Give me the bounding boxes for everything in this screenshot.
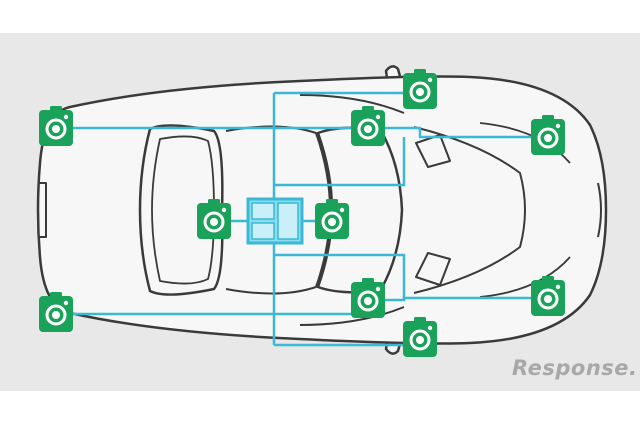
diagram-canvas <box>0 33 640 391</box>
wire-front-upper <box>368 126 548 139</box>
camera-icon <box>529 113 567 157</box>
camera-icon <box>529 274 567 318</box>
camera-icon <box>313 197 351 241</box>
wire-front-lower <box>368 296 548 302</box>
camera-wiring-diagram <box>36 65 608 359</box>
ecu-box-icon <box>246 197 304 245</box>
camera-icon <box>195 197 233 241</box>
camera-icon <box>37 104 75 148</box>
camera-icon <box>401 67 439 111</box>
camera-icon <box>401 315 439 359</box>
camera-icon <box>37 290 75 334</box>
camera-icon <box>349 276 387 320</box>
watermark-logo: Response. <box>512 356 638 380</box>
wire-upper-box <box>274 137 406 187</box>
wire-lower-box <box>274 253 406 298</box>
camera-icon <box>349 104 387 148</box>
